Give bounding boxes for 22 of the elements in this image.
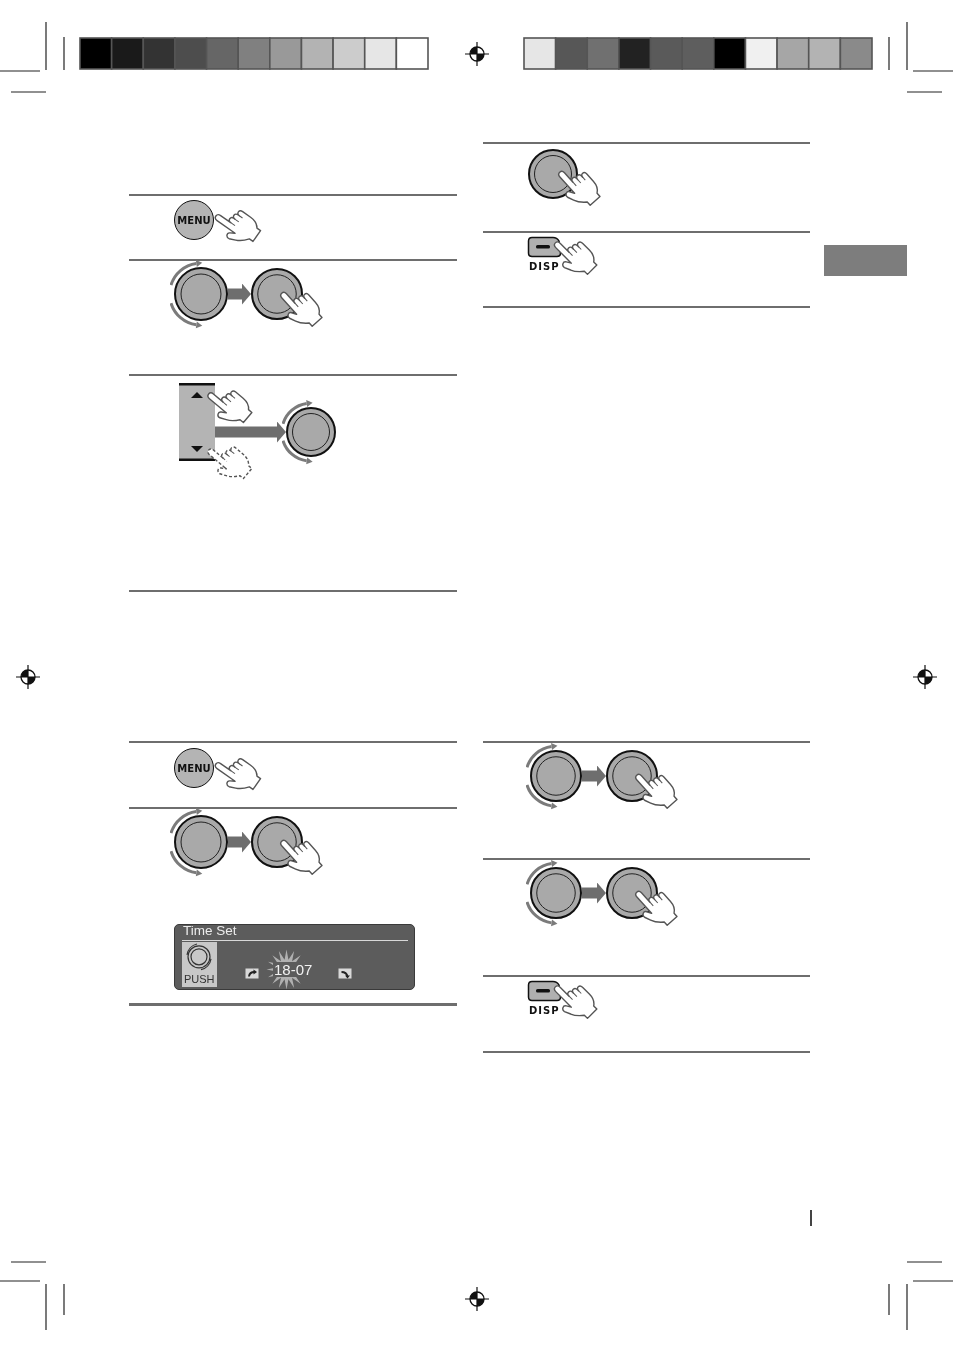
rotary-knob (174, 267, 228, 321)
rotary-knob (530, 867, 582, 919)
up-down-button (179, 383, 215, 461)
time-value: 18-07 (273, 962, 314, 977)
arrow (228, 283, 251, 305)
rotary-knob (530, 750, 582, 802)
arrow (582, 882, 606, 904)
arrow (582, 765, 606, 787)
rotary-knob (286, 407, 336, 457)
push-label: PUSH (184, 973, 215, 985)
button-label: DISP (529, 261, 560, 272)
rotary-knob (174, 815, 228, 869)
button-label: DISP (529, 1005, 560, 1016)
arrow (215, 421, 286, 443)
menu-button: MENU (174, 748, 214, 788)
lcd-display (174, 924, 415, 990)
disp-button (527, 236, 563, 273)
disp-button (527, 980, 563, 1017)
arrow (228, 831, 251, 853)
display-title: Time Set (183, 923, 237, 939)
section-tab (824, 245, 907, 276)
menu-button: MENU (174, 200, 214, 240)
